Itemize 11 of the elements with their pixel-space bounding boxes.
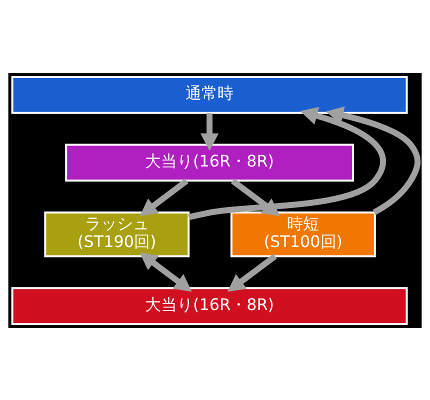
node-box: 時短 (ST100回) xyxy=(230,210,376,257)
arrow xyxy=(326,106,421,215)
node-box: ラッシュ (ST190回) xyxy=(44,210,190,257)
node-box: 大当り(16R・8R) xyxy=(11,286,408,324)
arrow xyxy=(188,106,386,220)
arrow xyxy=(227,253,277,292)
arrow xyxy=(140,178,188,216)
node-box: 大当り(16R・8R) xyxy=(65,143,354,182)
node-box: 通常時 xyxy=(11,76,408,114)
arrow xyxy=(200,112,219,150)
arrow xyxy=(140,252,192,292)
